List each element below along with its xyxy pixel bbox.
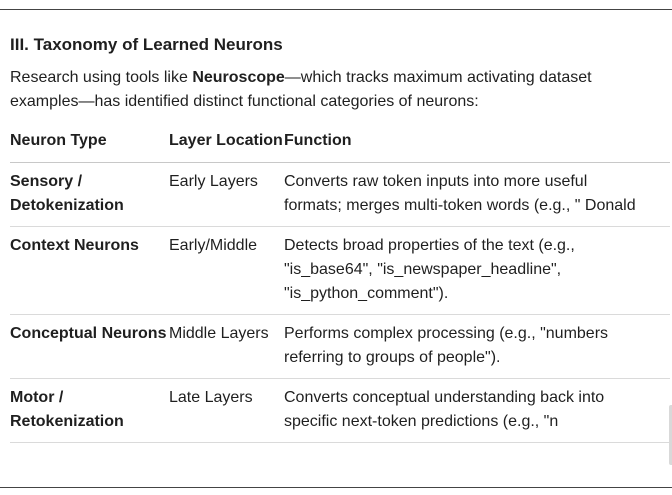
table-header-row: Neuron Type Layer Location Function [10,128,670,163]
function-line: Converts conceptual understanding back i… [284,389,605,406]
table-row: Context Neurons Early/Middle Detects bro… [10,226,670,315]
layer-location-cell: Middle Layers [169,314,284,379]
header-function: Function [284,128,670,163]
section-heading: III. Taxonomy of Learned Neurons [10,35,283,54]
function-line: referring to groups of people"). [284,349,501,366]
neuron-type-cell: Conceptual Neurons [10,314,169,379]
neuron-type-cell: Context Neurons [10,226,169,315]
function-line: "is_python_comment"). [284,285,449,302]
intro-text-after: —which tracks maximum activating dataset… [10,69,592,110]
intro-text-before: Research using tools like [10,69,193,86]
intro-tool-name: Neuroscope [192,69,285,86]
layer-location-cell: Late Layers [169,378,284,443]
table-row: Motor / Retokenization Late Layers Conve… [10,378,670,443]
scrollbar-thumb[interactable] [669,405,672,465]
header-layer-location: Layer Location [169,128,284,163]
function-line: Converts raw token inputs into more usef… [284,173,588,190]
function-cell: Detects broad properties of the text (e.… [284,226,670,315]
header-neuron-type: Neuron Type [10,128,169,163]
neuron-type-cell: Sensory / Detokenization [10,162,169,227]
function-line: specific next-token predictions (e.g., "… [284,413,559,430]
function-cell: Performs complex processing (e.g., "numb… [284,314,670,379]
layer-location-cell: Early Layers [169,162,284,227]
layer-location-cell: Early/Middle [169,226,284,315]
function-line: "is_base64", "is_newspaper_headline", [284,261,562,278]
table-row: Sensory / Detokenization Early Layers Co… [10,162,670,227]
intro-paragraph: Research using tools like Neuroscope—whi… [10,66,660,114]
bottom-divider [0,487,672,488]
function-cell: Converts raw token inputs into more usef… [284,162,670,227]
table-row: Conceptual Neurons Middle Layers Perform… [10,314,670,379]
function-line: Performs complex processing (e.g., "numb… [284,325,609,342]
neuron-taxonomy-table: Neuron Type Layer Location Function Sens… [10,128,670,443]
function-line: formats; merges multi-token words (e.g.,… [284,197,636,214]
top-divider [0,9,672,10]
function-cell: Converts conceptual understanding back i… [284,378,670,443]
neuron-type-cell: Motor / Retokenization [10,378,169,443]
function-line: Detects broad properties of the text (e.… [284,237,575,254]
